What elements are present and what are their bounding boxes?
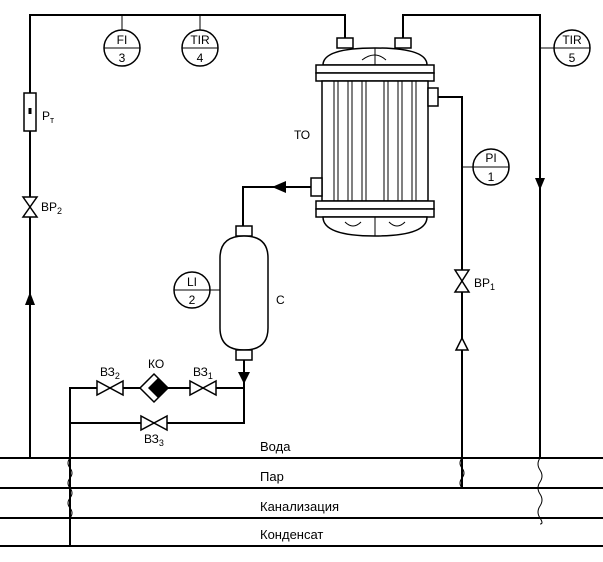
valve-vr1-bottom: [453, 279, 471, 293]
valve-vz2: ВЗ2: [96, 365, 124, 397]
condensate-upper-path: [242, 186, 311, 226]
trap-fill: [148, 378, 168, 398]
vessel-body: [219, 235, 269, 351]
vessel-top-nozzle: [235, 225, 253, 237]
he-tube-bundle: [333, 81, 417, 201]
instrument-tir5-code: TIR: [562, 33, 582, 47]
valve-vz3: ВЗ3: [140, 414, 168, 448]
valve-vz2-left: [96, 379, 112, 397]
valve-vr1-label: ВР1: [474, 276, 495, 292]
vessel-label: С: [276, 293, 285, 307]
arrow-up-outline-icon: [454, 336, 470, 351]
rotameter: Рт: [23, 92, 54, 132]
valve-vz1-label: ВЗ1: [193, 365, 213, 381]
water-header-label: Вода: [260, 439, 291, 454]
he-shell: [321, 80, 429, 202]
instrument-tir5-number: 5: [569, 51, 576, 65]
instrument-tir4: TIR 4: [181, 15, 219, 67]
crossing-squiggle-steam: [459, 457, 465, 489]
instrument-li2: LI 2: [173, 271, 220, 309]
water-supply-line: [25, 14, 346, 458]
arrow-down-icon: [535, 178, 545, 190]
instrument-pi1: PI 1: [462, 148, 510, 186]
drain-bypass-path: [70, 388, 245, 424]
he-bottom-flow-icon-left: [344, 221, 362, 227]
he-bottom-flow-icon-right: [388, 221, 406, 227]
he-top-flow-icon: [361, 54, 387, 61]
instrument-tir4-code: TIR: [190, 33, 210, 47]
steam-supply-line: [438, 96, 470, 489]
condensate-trap-label: КО: [148, 357, 164, 371]
valve-vz1: ВЗ1: [189, 365, 217, 397]
instrument-fi3-code: FI: [117, 33, 128, 47]
valve-vz3-label: ВЗ3: [144, 432, 164, 448]
valve-vr2-bottom: [21, 205, 39, 218]
rotameter-float: [28, 108, 32, 114]
water-outlet-path: [402, 14, 541, 458]
steam-line-path: [438, 96, 463, 488]
steam-header-label: Пар: [260, 469, 284, 484]
water-line-path: [29, 14, 346, 458]
instrument-pi1-code: PI: [485, 151, 496, 165]
valve-vr2: ВР2: [21, 196, 62, 218]
vessel-bottom-nozzle: [235, 349, 253, 361]
valve-vz1-left: [189, 379, 205, 397]
valve-vr1-top: [453, 269, 471, 283]
pipeline-headers: [0, 457, 603, 547]
condensate-trap: КО: [138, 357, 170, 404]
valve-vz1-right: [201, 379, 217, 397]
he-top-flange-2: [315, 72, 435, 82]
he-top-flange-1: [315, 64, 435, 74]
water-outlet-line: [402, 14, 545, 525]
instrument-fi3-number: 3: [119, 51, 126, 65]
valve-vz2-label: ВЗ2: [100, 365, 120, 381]
crossing-squiggle-right: [537, 457, 543, 525]
condensate-header-label: Конденсат: [260, 527, 323, 542]
he-nozzle-top-right: [394, 37, 412, 49]
instrument-li2-number: 2: [189, 293, 196, 307]
instrument-fi3: FI 3: [103, 15, 141, 67]
instrument-pi1-number: 1: [488, 170, 495, 184]
valve-vz3-left: [140, 414, 156, 432]
separator-vessel: С: [219, 225, 285, 361]
valve-vz2-right: [108, 379, 124, 397]
arrow-left-icon: [272, 181, 286, 193]
valve-vr2-top: [21, 196, 39, 209]
valve-vr2-label: ВР2: [41, 200, 62, 216]
he-bottom-flange-2: [315, 208, 435, 218]
crossing-squiggle-left: [67, 457, 73, 519]
arrow-up-icon: [25, 292, 35, 305]
condensate-line-upper: [242, 181, 311, 226]
he-condensate-outlet-nozzle: [310, 177, 323, 197]
instrument-tir4-number: 4: [197, 51, 204, 65]
valve-vr1: ВР1: [453, 269, 495, 293]
heat-exchanger: ТО: [294, 37, 439, 237]
he-nozzle-top-left: [336, 37, 354, 49]
instrument-tir5: TIR 5: [540, 29, 591, 67]
arrow-down-icon: [238, 372, 250, 384]
he-steam-inlet-nozzle: [427, 87, 439, 107]
rotameter-label: Рт: [42, 109, 54, 125]
sewer-header-label: Канализация: [260, 499, 339, 514]
heat-exchanger-label: ТО: [294, 128, 310, 142]
he-bottom-flange-1: [315, 200, 435, 210]
instrument-li2-code: LI: [187, 275, 197, 289]
valve-vz3-right: [152, 414, 168, 432]
